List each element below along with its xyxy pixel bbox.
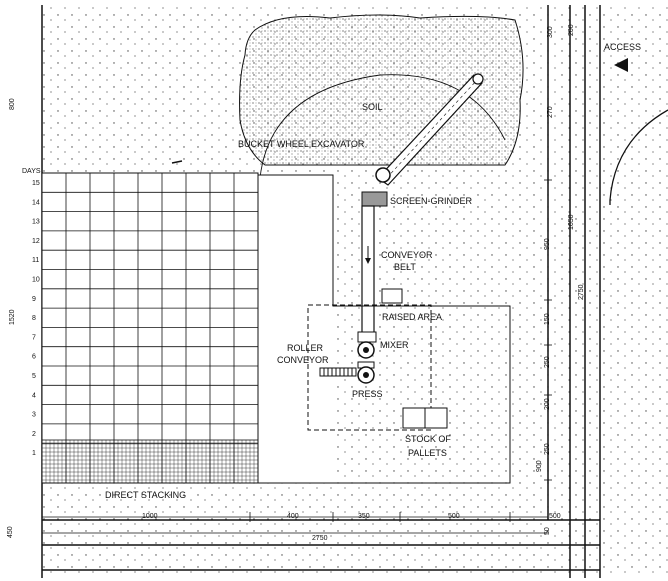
stock-of-pallets — [402, 407, 448, 429]
dim-bottom-total: 2750 — [312, 535, 328, 542]
roller-conveyor — [319, 367, 357, 377]
dim-bottom-4: 500 — [448, 513, 460, 520]
screen-grinder — [361, 191, 388, 207]
bottom-dimension-lines — [42, 512, 548, 534]
dim-right-3: 950 — [544, 238, 551, 250]
stacking-grid — [41, 172, 259, 484]
day-number: 4 — [32, 392, 36, 399]
mixer-label: MIXER — [380, 340, 409, 350]
day-number: 3 — [32, 412, 36, 419]
production-floor — [258, 175, 333, 483]
roller-conveyor-label-2: CONVEYOR — [277, 355, 329, 365]
conveyor-belt-label-2: BELT — [394, 262, 416, 272]
day-number: 14 — [32, 199, 40, 206]
mixer — [357, 331, 377, 359]
excavator-arc — [259, 74, 506, 179]
day-number: 2 — [32, 431, 36, 438]
press-label: PRESS — [352, 389, 383, 399]
dim-right-1: 300 — [547, 26, 554, 38]
day-number: 11 — [32, 257, 39, 264]
dim-outer-3: 2750 — [578, 284, 585, 300]
raised-area-label: RAISED AREA — [382, 312, 442, 322]
dim-bottom-3: 350 — [358, 513, 370, 520]
dim-right-9: 50 — [544, 527, 551, 535]
day-number: 15 — [32, 180, 40, 187]
dim-right-4: 150 — [544, 313, 551, 325]
dim-right-8: 900 — [536, 460, 543, 472]
access-label: ACCESS — [604, 42, 641, 52]
soil-label: SOIL — [362, 102, 383, 112]
stock-pallets-label-2: PALLETS — [408, 448, 447, 458]
small-mark — [171, 160, 183, 164]
dim-right-6: 200 — [544, 398, 551, 410]
day-number: 10 — [32, 277, 40, 284]
raised-area — [307, 304, 432, 431]
roller-conveyor-label-1: ROLLER — [287, 343, 324, 353]
direct-stacking-label: DIRECT STACKING — [105, 490, 186, 500]
dim-right-7: 250 — [544, 443, 551, 455]
dim-left-top: 800 — [9, 98, 16, 110]
site-boundary — [41, 5, 601, 578]
day-number: 5 — [32, 373, 36, 380]
dim-left-bottom: 450 — [7, 526, 14, 538]
day-scale: 15 14 13 12 11 10 9 8 7 6 5 4 3 2 1 — [32, 180, 40, 457]
dim-left-mid: 1520 — [9, 309, 16, 325]
dim-right-2: 270 — [547, 106, 554, 118]
days-label: DAYS — [22, 168, 41, 175]
soil-mound — [239, 14, 524, 166]
conveyor-belt-label-1: CONVEYOR — [381, 250, 433, 260]
day-number: 1 — [32, 450, 36, 457]
excavator-label: BUCKET WHEEL EXCAVATOR — [238, 139, 365, 149]
day-number: 6 — [32, 354, 36, 361]
access-arrow-icon — [614, 58, 628, 72]
right-dimension-ticks — [544, 179, 552, 481]
day-number: 13 — [32, 219, 40, 226]
bucket-wheel-excavator — [375, 73, 484, 186]
screen-grinder-label: SCREEN-GRINDER — [390, 196, 473, 206]
day-number: 9 — [32, 296, 36, 303]
dim-bottom-1: 1000 — [142, 513, 158, 520]
access-road — [609, 109, 668, 205]
dim-outer-1: 200 — [568, 24, 575, 36]
press — [357, 361, 375, 384]
day-number: 8 — [32, 315, 36, 322]
dim-right-5: 250 — [544, 356, 551, 368]
day-number: 12 — [32, 238, 40, 245]
conveyor-belt — [361, 205, 375, 337]
dim-bottom-2: 400 — [287, 513, 299, 520]
dim-bottom-5: 500 — [549, 513, 561, 520]
stock-pallets-label-1: STOCK OF — [405, 434, 451, 444]
dim-outer-2: 1650 — [568, 214, 575, 230]
day-number: 7 — [32, 334, 36, 341]
